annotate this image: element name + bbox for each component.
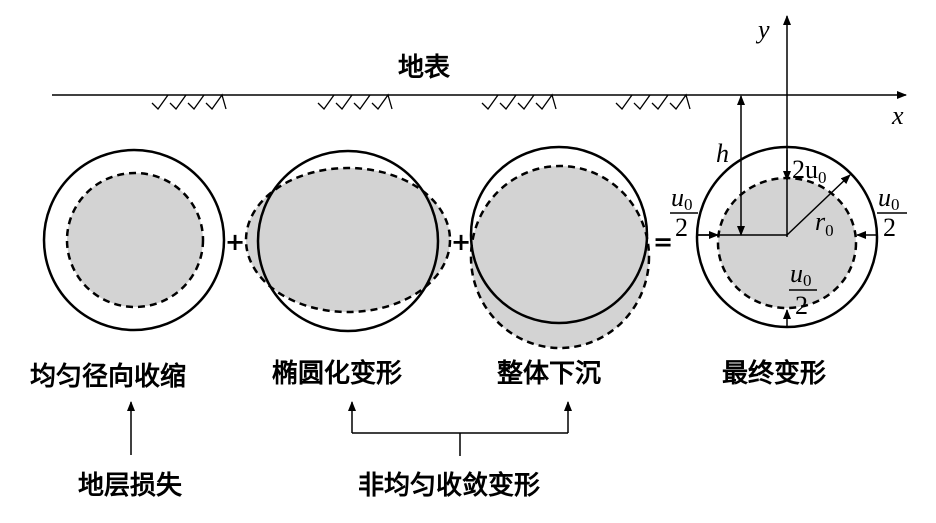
radius-arrow	[786, 174, 851, 236]
x-axis-label: x	[891, 101, 904, 130]
svg-text:u0: u0	[878, 183, 900, 214]
stage-label-uniform-contraction: 均匀径向收缩	[30, 361, 186, 392]
ground-surface-label: 地表	[398, 53, 451, 83]
depth-label: h	[716, 139, 729, 168]
y-axis-label: y	[755, 15, 770, 44]
denominator: 2	[883, 213, 896, 242]
plus-sign-1: +	[225, 228, 245, 256]
stage-label-settlement: 整体下沉	[497, 358, 601, 389]
u-symbol: u	[878, 183, 891, 212]
stage-label-final: 最终变形	[722, 358, 826, 389]
top-displacement-coef: 2u	[792, 155, 818, 184]
ground-hatch	[151, 93, 691, 111]
radius-label: r0	[815, 207, 834, 240]
stage-label-ovalisation: 椭圆化变形	[272, 358, 402, 389]
bottom-fraction: u0 2	[789, 259, 817, 320]
top-displacement-sub: 0	[818, 168, 827, 187]
u-sub: 0	[891, 195, 900, 214]
settlement-figure	[469, 145, 651, 350]
u-symbol: u	[790, 259, 803, 288]
radius-symbol: r	[815, 207, 826, 236]
top-displacement-label: 2u0	[792, 155, 827, 187]
ground-loss-label: 地层损失	[78, 471, 183, 501]
denominator: 2	[795, 291, 808, 320]
uniform-contraction-figure	[42, 148, 226, 332]
plus-sign-2: +	[451, 228, 471, 256]
u-sub: 0	[684, 195, 693, 214]
denominator: 2	[675, 213, 688, 242]
nonuniform-bracket	[348, 401, 572, 456]
ovalisation-figure	[244, 149, 452, 333]
left-fraction: u0 2	[670, 183, 698, 242]
radius-sub: 0	[825, 221, 834, 240]
nonuniform-label: 非均匀收敛变形	[358, 470, 540, 501]
u-symbol: u	[671, 183, 684, 212]
svg-text:u0: u0	[671, 183, 693, 214]
right-fraction: u0 2	[877, 183, 907, 242]
svg-text:u0: u0	[790, 259, 812, 290]
equals-sign: =	[653, 228, 673, 256]
u-sub: 0	[803, 271, 812, 290]
